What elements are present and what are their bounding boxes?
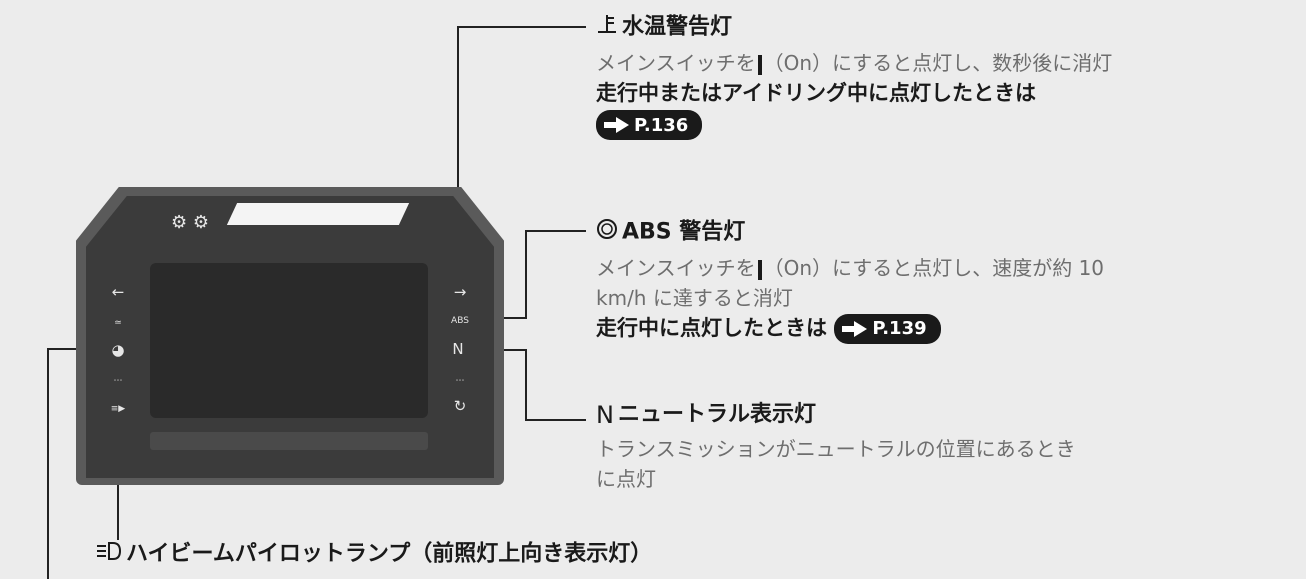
water-temp-desc-before: メインスイッチを <box>596 51 756 75</box>
neutral-title: ニュートラル表示灯 <box>617 402 816 427</box>
abs-bold-line: 走行中に点灯したときは P.139 <box>596 313 1104 344</box>
dashboard-strip <box>150 432 428 450</box>
coolant-temperature-icon <box>596 13 618 42</box>
neutral-desc2: に点灯 <box>596 467 656 491</box>
turn-left-icon: ← <box>111 283 125 301</box>
high-beam-dash-icon: ≡▶ <box>110 404 126 414</box>
high-beam-title: ハイビームパイロットランプ（前照灯上向き表示灯） <box>126 541 653 567</box>
neutral-icon: N <box>596 401 614 429</box>
fuel-icon: ◕ <box>111 341 125 359</box>
abs-dash-icon: ABS <box>451 316 469 326</box>
water-temp-section: 水温警告灯 メインスイッチを （On）にすると点灯し、数秒後に消灯 走行中またはア… <box>596 13 1112 140</box>
water-temp-bold: 走行中またはアイドリング中に点灯したときは <box>596 81 1036 105</box>
high-beam-section: ハイビームパイロットランプ（前照灯上向き表示灯） <box>96 540 652 569</box>
arrow-right-icon <box>604 117 630 133</box>
neutral-dash-icon: N <box>452 340 464 358</box>
abs-desc2: km/h に達すると消灯 <box>596 286 793 310</box>
abs-ref-link[interactable]: P.139 <box>834 314 941 344</box>
abs-heading: ABS 警告灯 <box>596 218 1104 247</box>
dashboard-screen <box>150 263 428 418</box>
right-dots-icon: ⋯ <box>455 376 465 386</box>
dash-top-icons: ⚙ ⚙ <box>171 212 209 233</box>
high-beam-heading: ハイビームパイロットランプ（前照灯上向き表示灯） <box>96 540 652 569</box>
abs-bold: 走行中に点灯したときは <box>596 316 827 340</box>
water-temp-desc-after: （On）にすると点灯し、数秒後に消灯 <box>763 51 1113 75</box>
oil-icon: ≃ <box>114 318 122 328</box>
abs-title: ABS 警告灯 <box>622 219 746 245</box>
water-temp-ref-label: P.136 <box>634 114 689 136</box>
ignition-on-icon <box>757 54 762 75</box>
turn-right-icon: → <box>453 283 467 301</box>
abs-section: ABS 警告灯 メインスイッチを （On）にすると点灯し、速度が約 10 km/h… <box>596 218 1104 344</box>
neutral-desc1: トランスミッションがニュートラルの位置にあるとき <box>596 437 1076 461</box>
water-temp-ref-link[interactable]: P.136 <box>596 110 703 140</box>
water-temp-desc: メインスイッチを （On）にすると点灯し、数秒後に消灯 <box>596 48 1112 78</box>
ignition-on-icon <box>757 259 762 280</box>
water-temp-title: 水温警告灯 <box>622 14 733 40</box>
abs-desc1: メインスイッチを （On）にすると点灯し、速度が約 10 <box>596 253 1104 283</box>
abs-icon <box>596 218 618 247</box>
water-temp-heading: 水温警告灯 <box>596 13 1112 42</box>
cruise-icon: ↻ <box>453 397 467 415</box>
high-beam-icon <box>96 540 122 569</box>
abs-ref-label: P.139 <box>872 318 927 339</box>
abs-desc-after: （On）にすると点灯し、速度が約 10 <box>763 256 1105 280</box>
arrow-right-icon <box>842 321 868 337</box>
abs-desc-before: メインスイッチを <box>596 256 756 280</box>
leader-line-water-temp <box>457 26 586 248</box>
left-dots-icon: ⋯ <box>113 376 123 386</box>
